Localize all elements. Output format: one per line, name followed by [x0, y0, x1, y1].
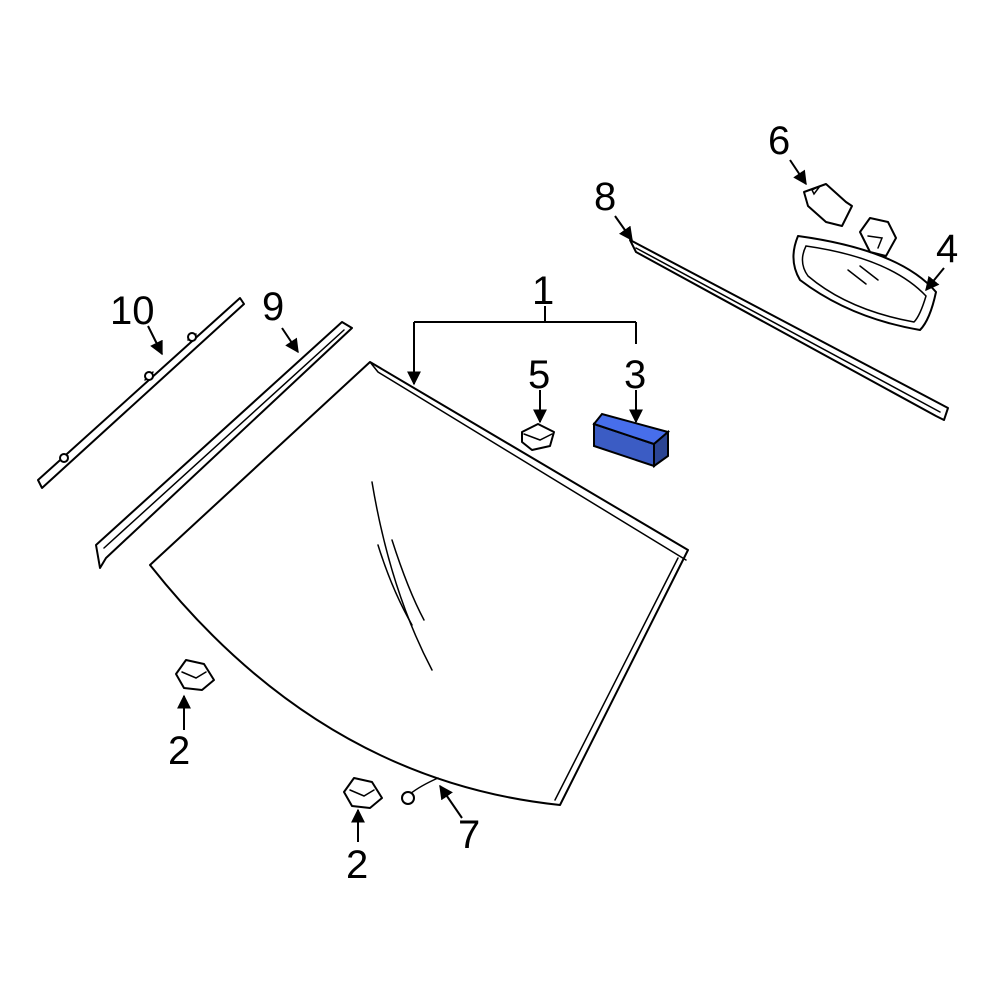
callout-mirror: 4	[936, 227, 958, 271]
callout-windshield: 1	[532, 269, 554, 313]
callout-mirror-cover: 6	[768, 119, 790, 163]
upper-molding	[629, 239, 949, 421]
callout-bracket-right: 2	[346, 843, 368, 887]
side-molding-outer	[37, 297, 245, 489]
side-molding	[95, 321, 353, 569]
rearview-mirror	[792, 217, 937, 331]
bracket-left	[175, 659, 215, 691]
leader-lines	[147, 159, 945, 842]
callout-side-molding: 9	[262, 285, 284, 329]
callout-upper-molding: 8	[594, 175, 616, 219]
bracket-right	[343, 777, 383, 809]
callout-module: 3	[624, 353, 646, 397]
sensor	[521, 423, 555, 451]
mirror-cover	[803, 183, 853, 227]
wire	[401, 777, 439, 805]
callout-side-molding-outer: 10	[110, 289, 155, 333]
callout-bracket-left: 2	[168, 729, 190, 773]
windshield	[149, 361, 689, 806]
callout-sensor: 5	[528, 353, 550, 397]
module	[592, 412, 671, 468]
callout-wire: 7	[458, 813, 480, 857]
